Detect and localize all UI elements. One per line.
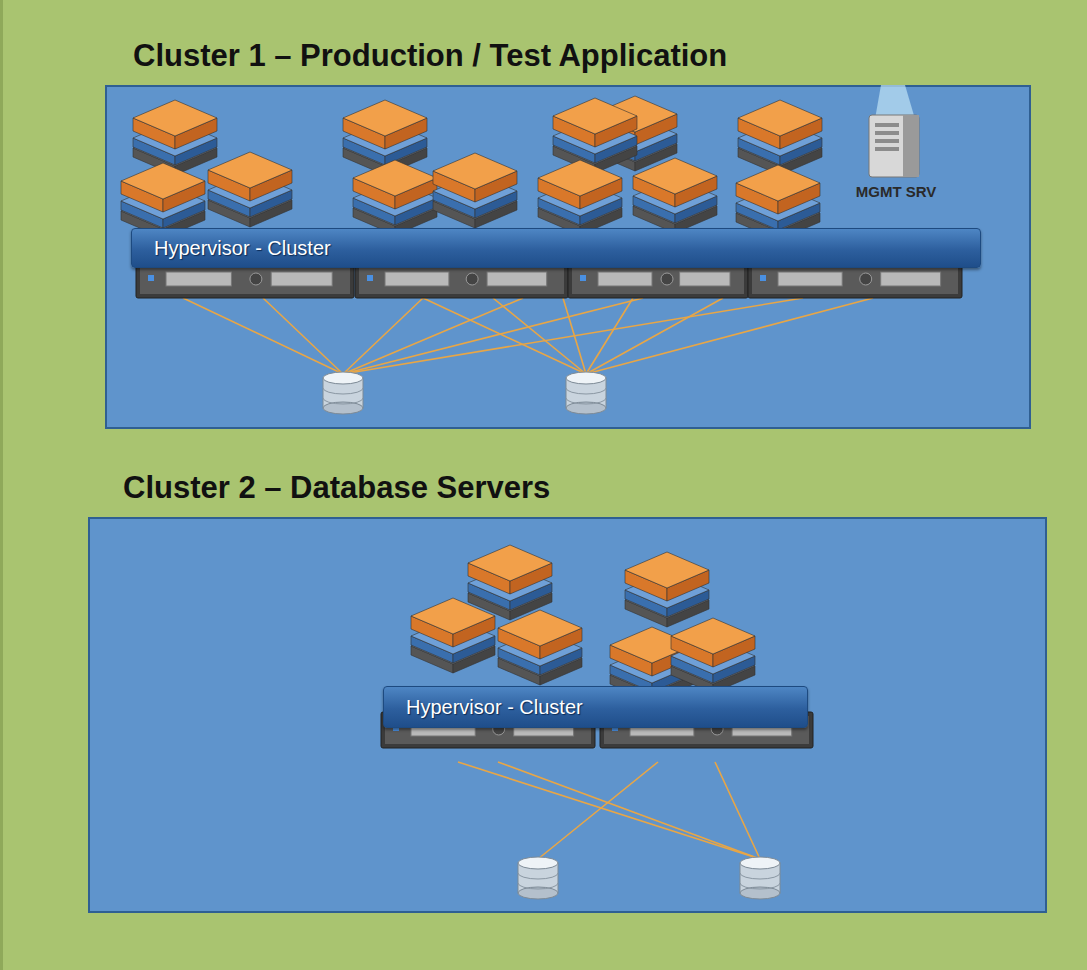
drawing-part — [343, 100, 427, 136]
drawing-part — [518, 883, 558, 889]
vm-stack — [208, 152, 292, 227]
drawing-part — [353, 160, 437, 196]
vm-stack — [133, 100, 217, 175]
storage-link — [343, 298, 643, 374]
storage-link — [183, 298, 343, 374]
drawing-part — [271, 272, 332, 286]
drawing-part — [518, 873, 558, 879]
vm-stack — [498, 610, 582, 685]
storage-link — [458, 762, 760, 859]
drawing-part — [875, 147, 899, 151]
storage-link — [343, 298, 803, 374]
management-server — [869, 85, 919, 177]
hypervisor-label: Hypervisor - Cluster — [406, 696, 583, 719]
hypervisor-label: Hypervisor - Cluster — [154, 237, 331, 260]
drawing-part — [881, 272, 941, 286]
drawing-part — [566, 372, 606, 384]
vm-stack — [468, 545, 552, 620]
storage-link — [586, 298, 723, 374]
storage-link — [423, 298, 586, 374]
cluster-panel: Cluster 1 – Production / Test Applicatio… — [103, 35, 1033, 433]
drawing-part — [323, 388, 363, 394]
cluster-heading: Cluster 2 – Database Servers — [123, 470, 550, 506]
drawing-part — [875, 131, 899, 135]
drawing-part — [580, 275, 586, 281]
drawing-part — [740, 883, 780, 889]
drawing-part — [778, 272, 842, 286]
drawing-part — [166, 272, 231, 286]
vm-stack — [625, 552, 709, 627]
drawing-part — [598, 272, 652, 286]
drawing-part — [250, 273, 262, 285]
drawing-part — [875, 85, 915, 119]
drawing-part — [566, 388, 606, 394]
drawing-part — [323, 372, 363, 384]
drawing-part — [208, 152, 292, 188]
storage-link — [263, 298, 343, 374]
vm-stack — [433, 153, 517, 228]
drawing-part — [468, 545, 552, 581]
panel-ground — [106, 86, 1030, 428]
drawing-part — [553, 98, 637, 134]
drawing-part — [740, 873, 780, 879]
drawing-part — [487, 272, 547, 286]
drawing-part — [760, 275, 766, 281]
drawing-part — [736, 165, 820, 201]
cluster-heading: Cluster 1 – Production / Test Applicatio… — [133, 38, 727, 74]
vm-stack — [553, 98, 637, 173]
drawing-part — [661, 273, 673, 285]
drawing-part — [671, 618, 755, 654]
drawing-part — [633, 158, 717, 194]
drawing-part — [566, 398, 606, 404]
vm-stack — [343, 100, 427, 175]
vm-stack — [411, 598, 495, 673]
drawing-part — [572, 266, 744, 294]
drawing-part — [498, 610, 582, 646]
drawing-part — [367, 275, 373, 281]
vm-stack — [538, 160, 622, 235]
drawing-part — [518, 857, 558, 869]
drawing-part — [625, 552, 709, 588]
storage-disk — [740, 857, 780, 899]
drawing-part — [121, 163, 205, 199]
drawing-part — [740, 857, 780, 869]
storage-link — [715, 762, 760, 859]
panel-ground — [89, 518, 1046, 912]
drawing-part — [538, 160, 622, 196]
drawing-part — [903, 115, 919, 177]
drawing-part — [433, 153, 517, 189]
drawing-part — [133, 100, 217, 136]
drawing-part — [411, 598, 495, 634]
drawing-part — [875, 123, 899, 127]
drawing-part — [385, 272, 449, 286]
vm-stack — [671, 618, 755, 693]
storage-link — [498, 762, 760, 859]
drawing-part — [680, 272, 730, 286]
drawing-part — [860, 273, 872, 285]
vm-stack — [353, 160, 437, 235]
cluster-panel: Cluster 2 – Database ServersHypervisor -… — [86, 468, 1049, 915]
server-label: MGMT SRV — [853, 184, 939, 200]
drawing-part — [359, 266, 564, 294]
vm-stack — [121, 163, 205, 238]
hypervisor-bar: Hypervisor - Cluster — [383, 686, 808, 728]
drawing-part — [875, 139, 899, 143]
storage-disk — [518, 857, 558, 899]
drawing-part — [869, 115, 919, 177]
drawing-part — [752, 266, 958, 294]
vm-stack — [738, 100, 822, 175]
drawing-part — [738, 100, 822, 136]
vm-stack — [633, 158, 717, 233]
storage-disk — [566, 372, 606, 414]
drawing-part — [140, 266, 350, 294]
drawing-part — [323, 398, 363, 404]
drawing-part — [466, 273, 478, 285]
storage-link — [586, 298, 873, 374]
storage-disk — [323, 372, 363, 414]
drawing-part — [148, 275, 154, 281]
storage-link — [538, 762, 658, 859]
hypervisor-bar: Hypervisor - Cluster — [131, 228, 981, 268]
